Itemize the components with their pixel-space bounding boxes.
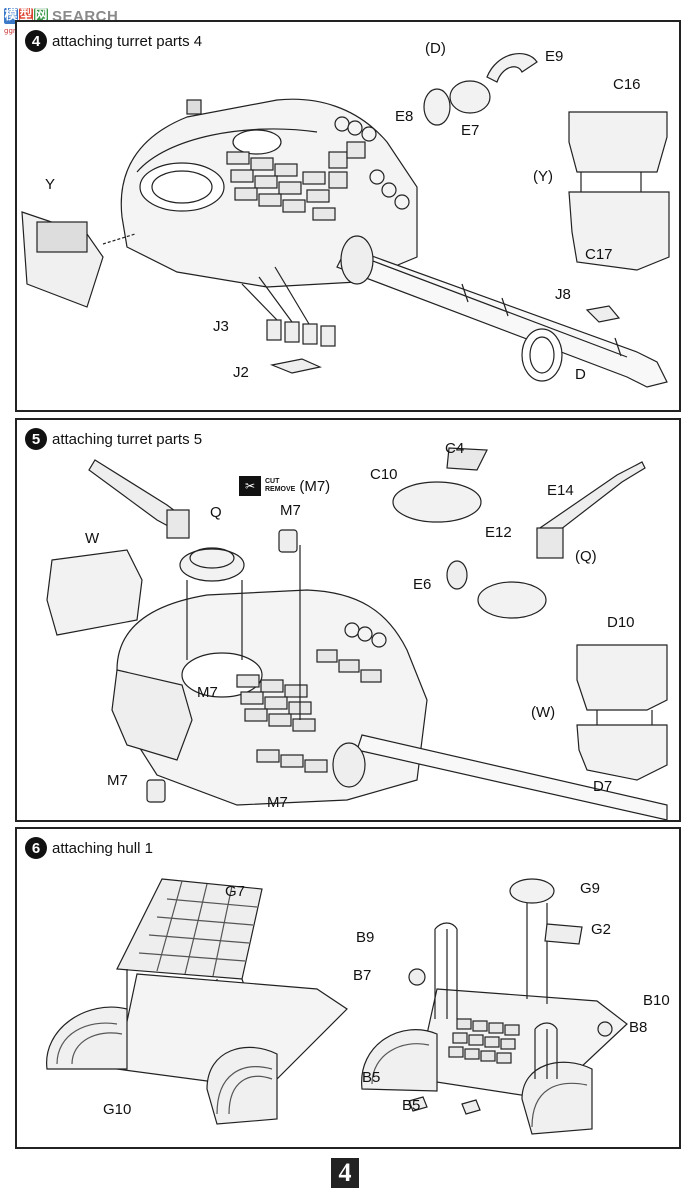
label-Y-paren: (Y) bbox=[533, 168, 553, 185]
label-D7: D7 bbox=[593, 778, 613, 795]
step-5-number: 5 bbox=[25, 428, 47, 450]
label-D-paren: (D) bbox=[425, 40, 446, 57]
step-6-panel: 6 attaching hull 1 bbox=[15, 827, 681, 1149]
label-E8: E8 bbox=[395, 108, 414, 125]
step-5-title: 5 attaching turret parts 5 bbox=[25, 428, 202, 450]
step-5-panel: 5 attaching turret parts 5 bbox=[15, 418, 681, 822]
label-B5-a: B5 bbox=[362, 1069, 381, 1086]
label-J3: J3 bbox=[213, 318, 229, 335]
label-D: D bbox=[575, 366, 586, 383]
step-6-number: 6 bbox=[25, 837, 47, 859]
label-G2: G2 bbox=[591, 921, 612, 938]
label-M7-bottom: M7 bbox=[267, 794, 288, 811]
label-E14: E14 bbox=[547, 482, 574, 499]
label-E9: E9 bbox=[545, 48, 564, 65]
label-E7: E7 bbox=[461, 122, 480, 139]
label-B9: B9 bbox=[356, 929, 375, 946]
label-B10: B10 bbox=[643, 992, 670, 1009]
cut-word: CUT bbox=[265, 478, 280, 485]
label-M7-mid: M7 bbox=[197, 684, 218, 701]
label-G9: G9 bbox=[580, 880, 601, 897]
label-B8: B8 bbox=[629, 1019, 648, 1036]
label-D10: D10 bbox=[607, 614, 635, 631]
page-number: 4 bbox=[331, 1158, 359, 1188]
label-C10: C10 bbox=[370, 466, 398, 483]
label-C17: C17 bbox=[585, 246, 613, 263]
step-5-title-text: attaching turret parts 5 bbox=[52, 430, 203, 448]
cut-icon: ✂ bbox=[239, 476, 261, 496]
cut-remove-note: ✂ CUT REMOVE (M7) bbox=[239, 476, 330, 496]
label-W-paren: (W) bbox=[531, 704, 556, 721]
logo-char-1: 模 bbox=[4, 8, 18, 24]
cut-part-label: (M7) bbox=[299, 477, 331, 495]
label-Y: Y bbox=[45, 176, 56, 193]
label-B5-b: B5 bbox=[402, 1097, 421, 1114]
step-6-illustration bbox=[46, 878, 628, 1135]
label-J8: J8 bbox=[555, 286, 571, 303]
step-4-panel: 4 attaching turret parts 4 bbox=[15, 20, 681, 412]
label-C4: C4 bbox=[445, 440, 465, 457]
label-M7-top: M7 bbox=[280, 502, 301, 519]
step-5-illustration bbox=[46, 447, 668, 820]
step-4-illustration bbox=[21, 53, 670, 388]
step-4-title-text: attaching turret parts 4 bbox=[52, 32, 203, 50]
remove-word: REMOVE bbox=[265, 486, 296, 493]
label-E12: E12 bbox=[485, 524, 512, 541]
label-G10: G10 bbox=[103, 1101, 132, 1118]
label-Q-paren: (Q) bbox=[575, 548, 597, 565]
label-W: W bbox=[85, 530, 100, 547]
label-M7-left: M7 bbox=[107, 772, 128, 789]
step-6-title: 6 attaching hull 1 bbox=[25, 837, 153, 859]
step-4-title: 4 attaching turret parts 4 bbox=[25, 30, 202, 52]
step-4-number: 4 bbox=[25, 30, 47, 52]
label-Q: Q bbox=[210, 504, 222, 521]
label-E6: E6 bbox=[413, 576, 432, 593]
label-G7: G7 bbox=[225, 883, 246, 900]
step-6-title-text: attaching hull 1 bbox=[52, 839, 153, 857]
label-C16: C16 bbox=[613, 76, 641, 93]
label-B7: B7 bbox=[353, 967, 372, 984]
label-J2: J2 bbox=[233, 364, 249, 381]
